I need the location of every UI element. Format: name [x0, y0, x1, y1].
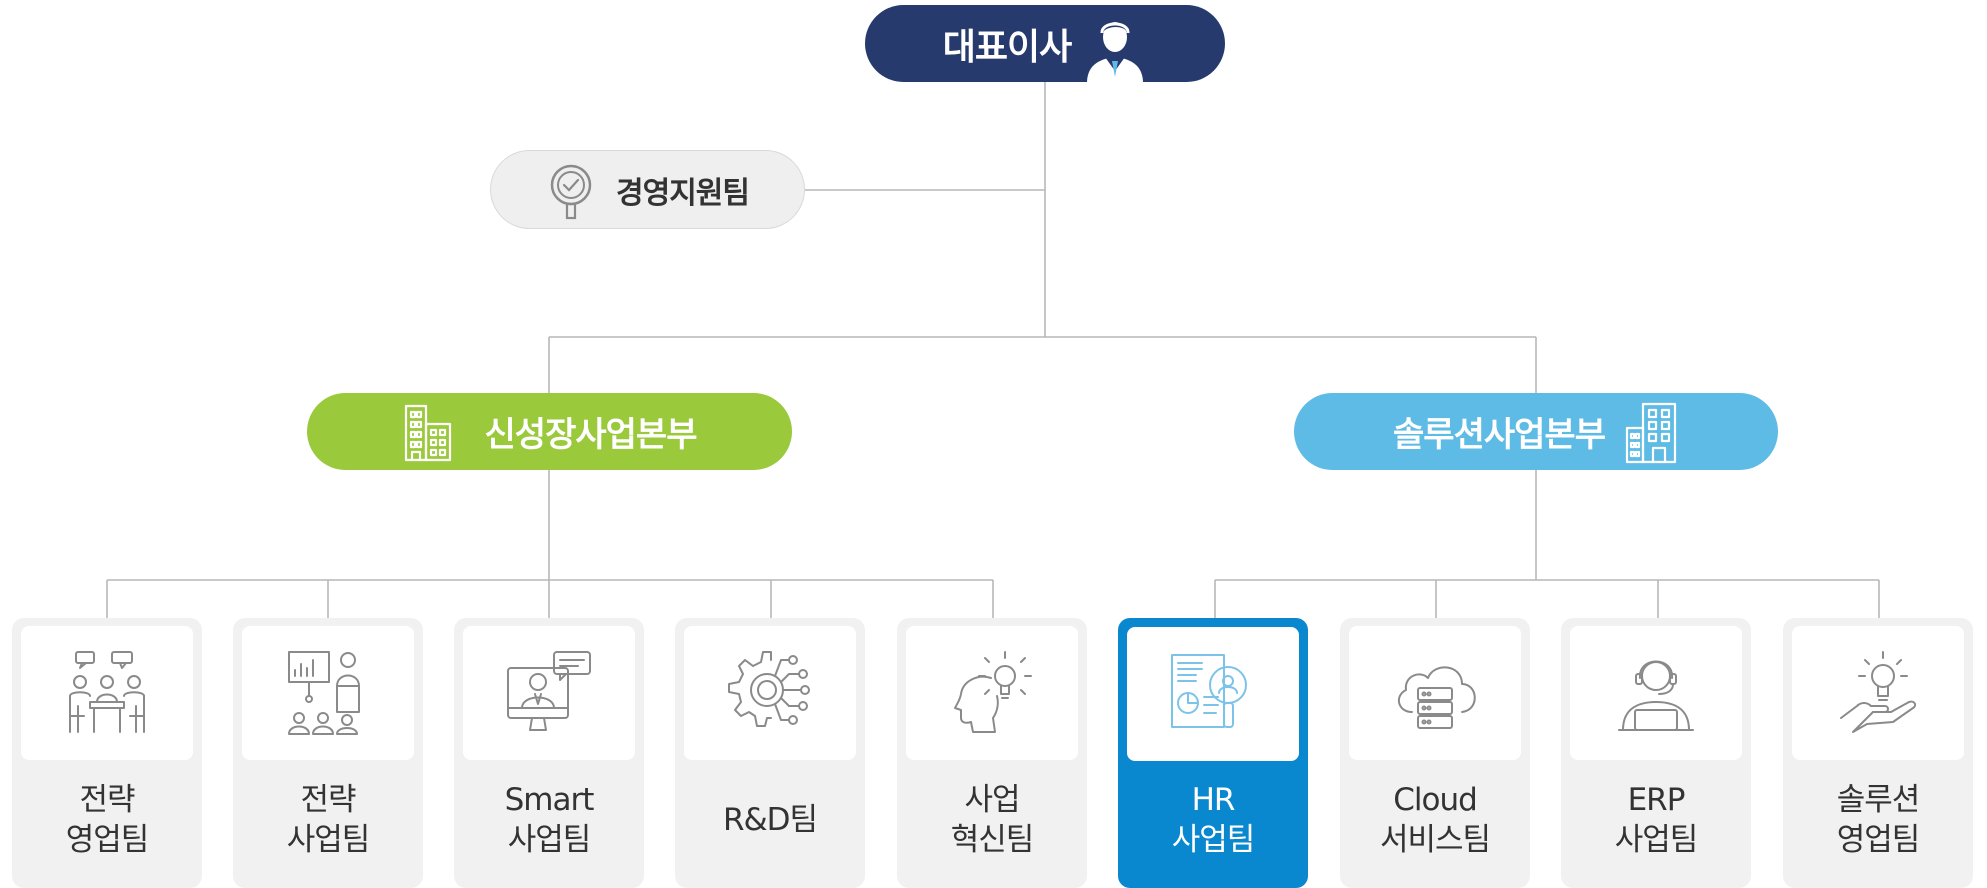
team-icon-box — [906, 626, 1078, 760]
team-label-line2: 사업팀 — [286, 822, 371, 858]
team-label-line1: 솔루션 — [1836, 782, 1921, 818]
team-card: Smart 사업팀 — [454, 618, 644, 888]
team-card: Cloud 서비스팀 — [1340, 618, 1530, 888]
team-icon-box — [21, 626, 193, 760]
team-label-line2: 영업팀 — [65, 822, 150, 858]
team-label-line2: 사업팀 — [1171, 822, 1256, 858]
presentation-icon — [288, 651, 360, 735]
team-card: ERP 사업팀 — [1561, 618, 1751, 888]
team-card: 솔루션 영업팀 — [1783, 618, 1973, 888]
team-card: R&D팀 — [675, 618, 865, 888]
team-card: 사업 혁신팀 — [897, 618, 1087, 888]
team-icon-box — [1127, 627, 1299, 761]
team-icon-box — [1792, 626, 1964, 760]
team-label-line1: HR — [1191, 782, 1236, 818]
team-icon-box — [463, 626, 635, 760]
team-icon-box — [684, 626, 856, 760]
team-icon-box — [1349, 626, 1521, 760]
meeting-people-icon — [69, 651, 145, 733]
team-label-line1: Smart — [504, 782, 595, 818]
support-agent-icon — [1618, 660, 1694, 731]
division-growth-label: 신성장사업본부 — [484, 415, 698, 455]
support-team-label: 경영지원팀 — [616, 175, 750, 211]
team-label-line2: 서비스팀 — [1379, 822, 1491, 858]
team-label: Cloud 서비스팀 — [1340, 770, 1530, 870]
team-label-line1: 전략 — [79, 782, 135, 818]
hand-lightbulb-icon — [1840, 651, 1917, 733]
team-label: HR 사업팀 — [1118, 770, 1308, 870]
building-icon — [1625, 402, 1677, 463]
team-card-highlighted: HR 사업팀 — [1118, 618, 1308, 888]
team-label-line2: 사업팀 — [507, 822, 592, 858]
magnifier-check-icon — [550, 164, 592, 219]
team-label-line1: R&D팀 — [722, 802, 818, 838]
gear-circuit-icon — [728, 651, 810, 727]
ceo-label: 대표이사 — [942, 26, 1072, 68]
team-label: 사업 혁신팀 — [897, 770, 1087, 870]
team-icon-box — [1570, 626, 1742, 760]
ceo-person-icon — [1087, 21, 1144, 83]
team-label-line2: 혁신팀 — [950, 822, 1035, 858]
team-label-line1: 사업 — [964, 782, 1020, 818]
team-label: Smart 사업팀 — [454, 770, 644, 870]
team-card: 전략 영업팀 — [12, 618, 202, 888]
ceo-node: 대표이사 — [865, 5, 1225, 83]
document-search-icon — [1171, 654, 1247, 728]
team-label: 전략 사업팀 — [233, 770, 423, 870]
head-lightbulb-icon — [954, 651, 1032, 733]
support-team-node: 경영지원팀 — [490, 150, 805, 229]
team-icon-box — [242, 626, 414, 760]
video-chat-icon — [507, 651, 591, 731]
building-icon — [404, 404, 451, 461]
team-label-line1: Cloud — [1393, 782, 1478, 818]
team-label-line2: 영업팀 — [1836, 822, 1921, 858]
team-label-line1: 전략 — [300, 782, 356, 818]
team-label-line2: 사업팀 — [1614, 822, 1699, 858]
team-label-line1: ERP — [1627, 782, 1686, 818]
team-label: 솔루션 영업팀 — [1783, 770, 1973, 870]
team-label: ERP 사업팀 — [1561, 770, 1751, 870]
division-growth: 신성장사업본부 — [307, 393, 792, 470]
team-label: 전략 영업팀 — [12, 770, 202, 870]
team-card: 전략 사업팀 — [233, 618, 423, 888]
cloud-server-icon — [1397, 666, 1476, 729]
division-solution: 솔루션사업본부 — [1294, 393, 1778, 470]
team-label: R&D팀 — [675, 770, 865, 870]
division-solution-label: 솔루션사업본부 — [1393, 415, 1606, 455]
